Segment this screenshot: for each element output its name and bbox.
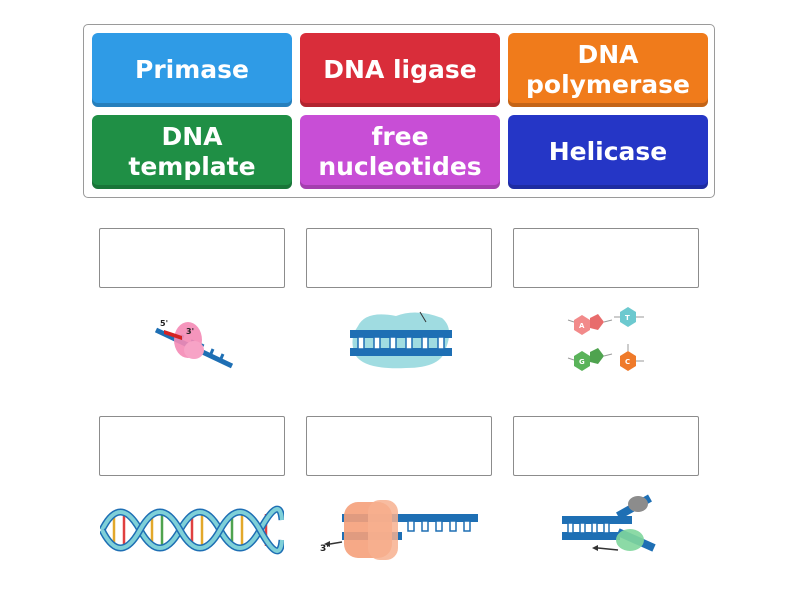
drop-slot-3[interactable]: [513, 228, 699, 288]
tile-label: Helicase: [548, 137, 668, 166]
drop-slot-4[interactable]: [99, 416, 285, 476]
base-c-label: C: [625, 358, 630, 366]
tile-label: DNA polymerase: [526, 40, 690, 99]
dna-template-image: [100, 505, 284, 555]
tile-primase[interactable]: Primase: [92, 33, 292, 107]
drop-slot-1[interactable]: [99, 228, 285, 288]
drop-slot-6[interactable]: [513, 416, 699, 476]
helicase-image: [562, 494, 656, 552]
tile-dna-ligase[interactable]: DNA ligase: [300, 33, 500, 107]
tile-helicase[interactable]: Helicase: [508, 115, 708, 189]
ligase-image: [350, 311, 452, 369]
tile-label: free nucleotides: [318, 122, 482, 181]
tile-dna-template[interactable]: DNA template: [92, 115, 292, 189]
base-t-label: T: [625, 314, 630, 322]
tile-free-nucleotides[interactable]: free nucleotides: [300, 115, 500, 189]
label-3prime: 3': [186, 327, 194, 336]
drop-slot-5[interactable]: [306, 416, 492, 476]
primase-image: 5' 3': [154, 319, 234, 369]
tile-label: Primase: [135, 55, 249, 84]
polymerase-image: 3': [320, 500, 478, 560]
tile-label: DNA template: [128, 122, 256, 181]
base-a-label: A: [579, 322, 585, 330]
base-g-label: G: [579, 358, 585, 366]
tile-label: DNA ligase: [323, 55, 477, 84]
label-3prime-end: 3': [320, 544, 329, 554]
nucleotides-image: A T G C: [567, 307, 644, 371]
tile-dna-polymerase[interactable]: DNA polymerase: [508, 33, 708, 107]
word-bank: Primase DNA ligase DNA polymerase DNA te…: [83, 24, 715, 198]
drop-slot-2[interactable]: [306, 228, 492, 288]
label-5prime: 5': [160, 319, 168, 328]
